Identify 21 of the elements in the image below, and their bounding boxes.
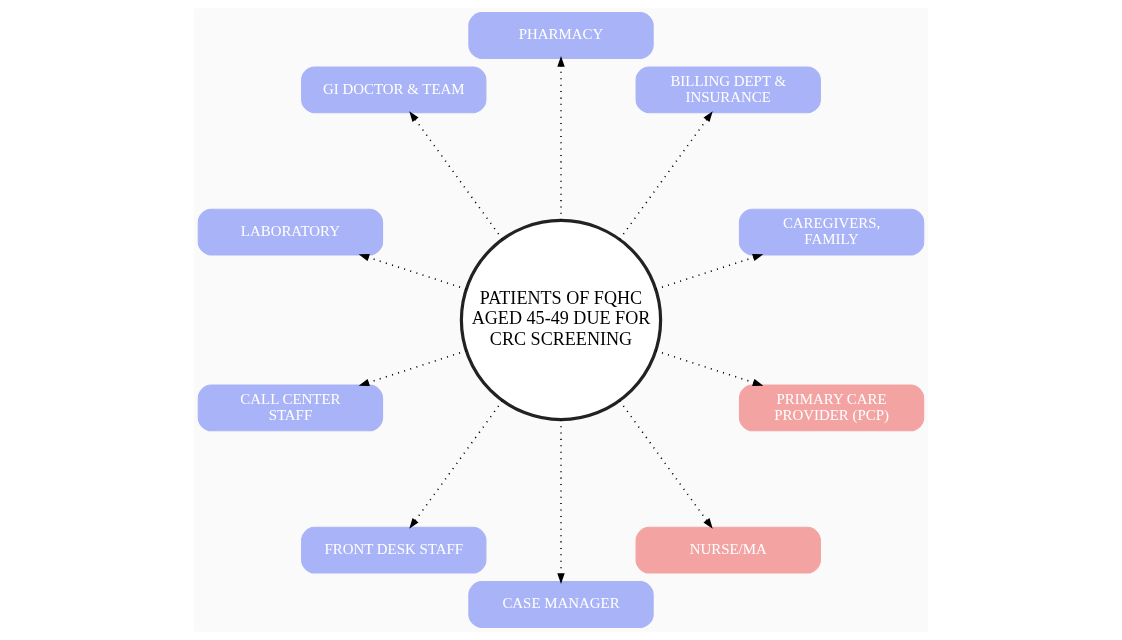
- node-circle: PATIENTS OF FQHC AGED 45-49 DUE FOR CRC SCREENING: [459, 218, 663, 422]
- node-box: NURSE/MA: [635, 526, 821, 574]
- arrow: [618, 400, 713, 529]
- arrow: [358, 254, 467, 290]
- arrow: [557, 56, 565, 221]
- node-box: PRIMARY CARE PROVIDER (PCP): [738, 384, 925, 432]
- arrow: [618, 111, 713, 240]
- node-box: CASE MANAGER: [468, 581, 654, 628]
- arrow: [655, 254, 764, 290]
- arrow: [409, 400, 504, 529]
- node-box: BILLING DEPT & INSURANCE: [635, 66, 821, 114]
- node-box: CALL CENTER STAFF: [197, 384, 384, 432]
- arrow: [557, 419, 565, 584]
- node-box: PHARMACY: [468, 12, 654, 59]
- node-box: CAREGIVERS, FAMILY: [738, 208, 925, 256]
- node-box: GI DOCTOR & TEAM: [301, 66, 487, 114]
- arrow: [409, 111, 504, 240]
- node-box: FRONT DESK STAFF: [301, 526, 487, 574]
- arrow: [358, 350, 467, 386]
- arrow: [655, 350, 764, 386]
- node-box: LABORATORY: [197, 208, 384, 256]
